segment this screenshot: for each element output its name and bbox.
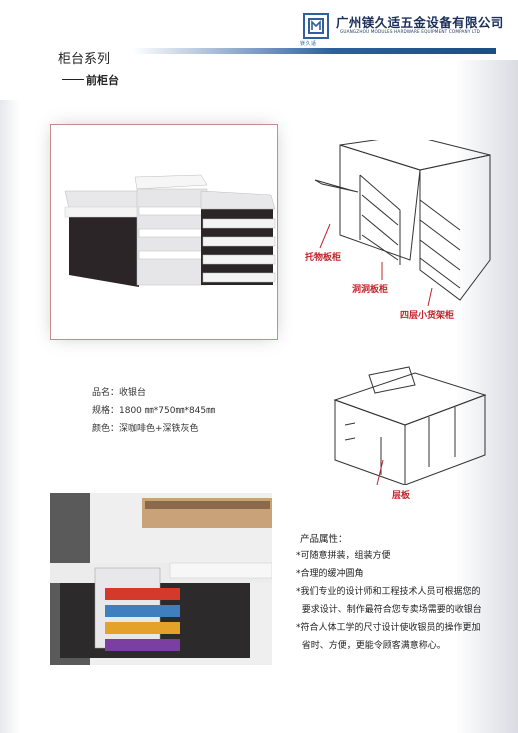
spec-name: 品名：收银台 [92,388,147,398]
label-tray-cabinet: 托物板柜 [305,253,342,263]
feature-item: *我们专业的设计师和工程技术人员可根据您的 [296,587,481,597]
side-watermark-left [0,100,20,733]
feature-item: *可随意拼装，组装方便 [296,551,391,561]
feature-item: *合理的缓冲圆角 [296,569,364,579]
feature-item: 省时、方便，更能令顾客满意称心。 [296,641,446,651]
company-name-cn: 广州镁久适五金设备有限公司 [336,15,504,30]
store-photo-illustration [50,493,272,665]
page-subtitle: 前柜台 [86,74,119,87]
label-pegboard-cabinet: 洞洞板柜 [352,285,389,295]
logo-text: 镁久适 [300,41,317,47]
subtitle-dash [62,79,84,81]
logo-mark-icon [308,18,324,34]
spec-size: 规格：1800 ㎜*750㎜*845㎜ [92,406,216,416]
store-photo [50,493,272,665]
header-divider [132,48,496,54]
label-shelf-board: 层板 [392,491,411,501]
feature-item: *符合人体工学的尺寸设计使收银员的操作更加 [296,623,481,633]
feature-item: 要求设计、制作最符合您专卖场需要的收银台 [296,605,482,615]
company-name-en: GUANGZHOU MODULES HARDWARE EQUIPMENT COM… [340,29,480,34]
spec-color: 颜色：深咖啡色+深铁灰色 [92,424,199,434]
product-photo [50,124,278,340]
counter-diagram-bottom [333,366,487,485]
features-title: 产品属性： [300,534,348,545]
page-title: 柜台系列 [58,52,111,67]
side-watermark-right [455,60,518,733]
counter-photo-illustration [64,174,276,287]
label-shelf-cabinet: 四层小货架柜 [400,311,455,321]
company-logo [303,13,329,39]
counter-diagram-top [314,140,491,307]
